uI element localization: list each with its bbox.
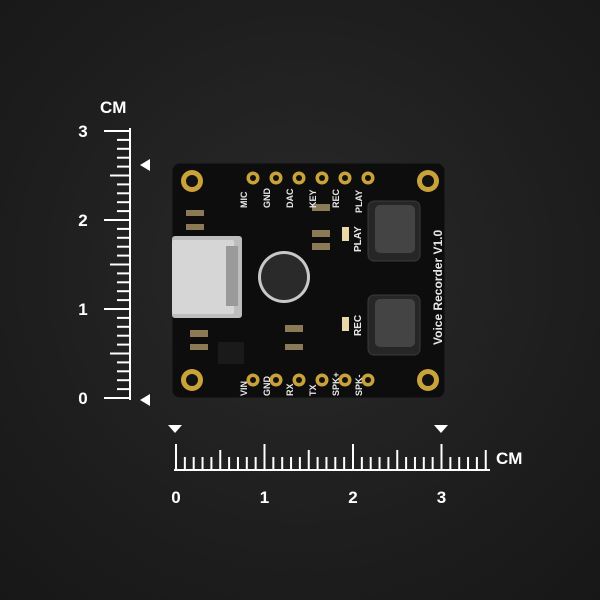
pin-label-top: GND <box>262 188 272 209</box>
marker-triangle <box>140 159 150 171</box>
pin-label-top: PLAY <box>354 190 364 213</box>
pin-hole <box>296 377 302 383</box>
pin-label-bottom: SPK+ <box>331 372 341 396</box>
vertical-ruler: 0 1 2 3 <box>78 122 131 408</box>
microphone <box>258 251 310 303</box>
pin-hole <box>342 377 348 383</box>
ruler-label: 0 <box>78 389 87 408</box>
pin-hole <box>342 175 348 181</box>
ruler-label: 1 <box>260 488 269 507</box>
pin-hole <box>273 377 279 383</box>
pin-label-top: REC <box>331 188 341 208</box>
pin-label-bottom: TX <box>308 384 318 396</box>
horizontal-ruler: 0 1 2 3 <box>171 444 490 507</box>
ruler-label: 3 <box>437 488 446 507</box>
smd-components <box>186 204 349 364</box>
pin-hole <box>319 377 325 383</box>
marker-triangle <box>168 425 182 433</box>
ruler-label: 1 <box>78 300 87 319</box>
pin-label-bottom: RX <box>285 383 295 396</box>
ruler-label: 3 <box>78 122 87 141</box>
pin-hole <box>273 175 279 181</box>
mounting-hole-center <box>422 175 434 187</box>
board-title: Voice Recorder V1.0 <box>431 230 445 345</box>
play-label: PLAY <box>353 226 364 252</box>
pin-hole <box>250 377 256 383</box>
usb-c-port <box>172 236 242 318</box>
pin-hole <box>250 175 256 181</box>
ruler-label: 2 <box>78 211 87 230</box>
pin-label-top: DAC <box>285 188 295 208</box>
ruler-label: 2 <box>348 488 357 507</box>
pin-hole <box>296 175 302 181</box>
marker-triangle <box>434 425 448 433</box>
pin-label-top: MIC <box>239 191 249 208</box>
vertical-ruler-unit: CM <box>100 98 126 117</box>
rec-button <box>367 294 421 356</box>
marker-triangle <box>140 394 150 406</box>
horizontal-ruler-unit: CM <box>496 449 522 468</box>
pcb-board: Voice Recorder V1.0 PLAY REC MIC GND DAC KE… <box>171 162 446 399</box>
mounting-hole-center <box>186 175 198 187</box>
mounting-hole-center <box>186 374 198 386</box>
play-button <box>367 200 421 262</box>
pin-label-bottom: GND <box>262 376 272 397</box>
pin-label-bottom: SPK- <box>354 374 364 396</box>
pin-label-top: KEY <box>308 189 318 208</box>
pin-hole <box>319 175 325 181</box>
rec-label: REC <box>353 315 364 336</box>
pin-hole <box>365 377 371 383</box>
pin-label-bottom: VIN <box>239 381 249 396</box>
pin-hole <box>365 175 371 181</box>
mounting-hole-center <box>422 374 434 386</box>
ruler-label: 0 <box>171 488 180 507</box>
